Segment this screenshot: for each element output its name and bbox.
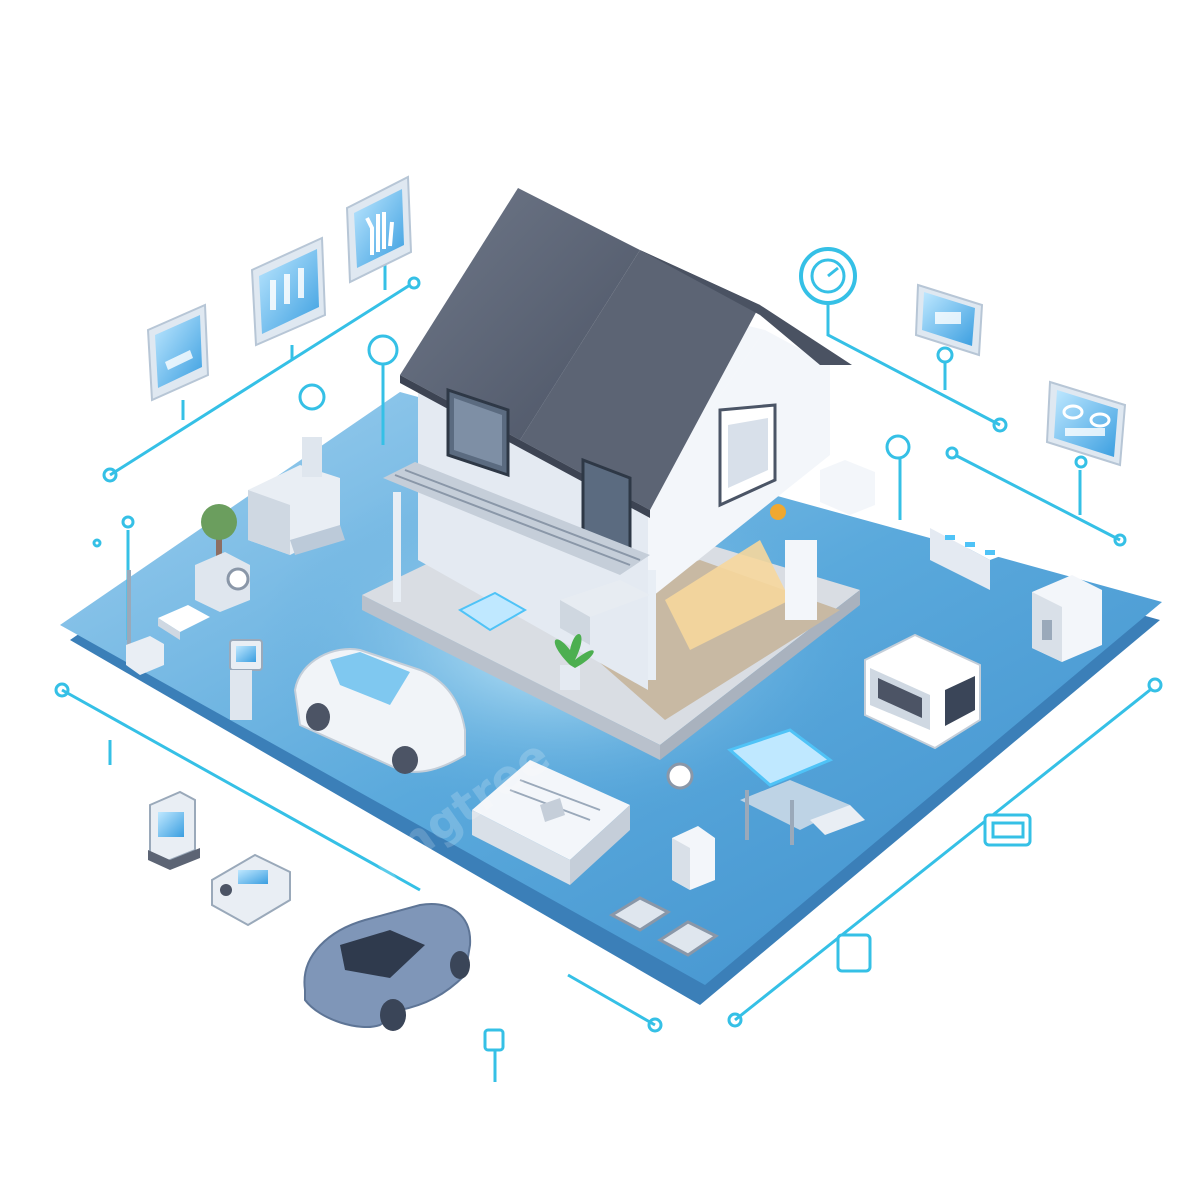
thermostat-icon: [885, 434, 1088, 469]
hand-icon: [345, 175, 413, 284]
bulb-sensor-icon: [92, 334, 399, 548]
control-console: [930, 515, 1030, 590]
kiosk-structure: [248, 437, 345, 555]
smart-meter-icon: [148, 790, 200, 870]
appliance-box: [472, 760, 630, 885]
charging-station: [229, 639, 263, 720]
battery-icon: [483, 813, 1032, 1052]
camera-device: [211, 853, 291, 927]
fridge-back: [820, 460, 875, 515]
connection-lines: [54, 265, 1163, 1082]
solar-panel-icon: [608, 896, 719, 957]
sensor-icon: [666, 762, 715, 890]
plant: [554, 633, 594, 690]
monitor-icon: [914, 283, 984, 364]
tree: [195, 504, 250, 612]
dashboard-icon: [1045, 380, 1127, 467]
car-white: [293, 648, 466, 774]
lamp-post: [126, 570, 164, 675]
robot-vacuum-icon: [864, 633, 981, 750]
tablet-icon: [146, 303, 210, 402]
workstation: [727, 728, 865, 845]
house: [362, 188, 860, 760]
control-panel-icon: [250, 236, 327, 347]
smart-cabinet: [1032, 575, 1102, 662]
gauge-icon: [799, 247, 857, 305]
router-icon: [158, 605, 210, 640]
car-blue: [303, 903, 472, 1031]
